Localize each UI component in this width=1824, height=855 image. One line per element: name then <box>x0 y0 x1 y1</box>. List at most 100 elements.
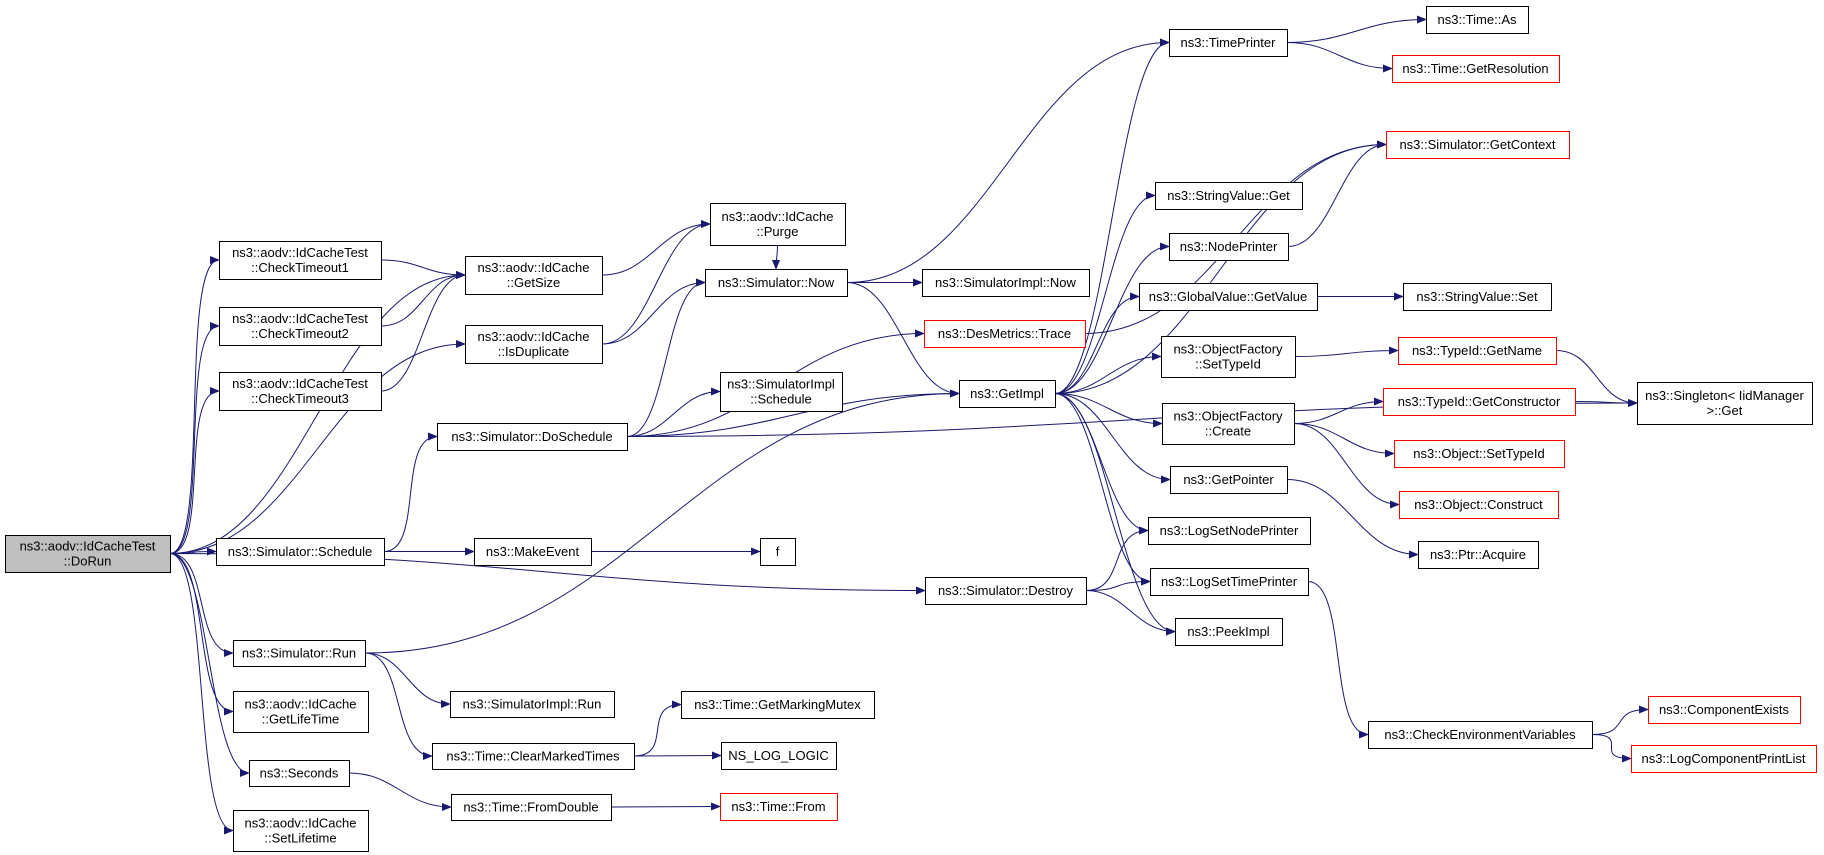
node-label: ns3::Time::From <box>731 799 825 814</box>
graph-node-getcontext[interactable]: ns3::Simulator::GetContext <box>1386 131 1570 159</box>
node-label: ns3::GetPointer <box>1183 472 1274 487</box>
node-label: ns3::NodePrinter <box>1180 239 1278 254</box>
call-edge <box>169 553 234 657</box>
graph-node-acquire[interactable]: ns3::Ptr::Acquire <box>1418 541 1539 569</box>
graph-node-implschedule[interactable]: ns3::SimulatorImpl::Schedule <box>720 372 843 412</box>
graph-node-compexists[interactable]: ns3::ComponentExists <box>1648 696 1801 724</box>
node-label: ns3::TypeId::GetName <box>1412 343 1542 358</box>
graph-node-objsettypeid[interactable]: ns3::Object::SetTypeId <box>1394 440 1565 468</box>
call-edge <box>1054 191 1156 394</box>
graph-node-destrace[interactable]: ns3::DesMetrics::Trace <box>924 320 1086 348</box>
graph-node-timeprinter[interactable]: ns3::TimePrinter <box>1169 29 1288 57</box>
call-edge <box>1085 590 1176 636</box>
graph-node-checktimeout2[interactable]: ns3::aodv::IdCacheTest::CheckTimeout2 <box>219 307 382 346</box>
graph-node-implrun[interactable]: ns3::SimulatorImpl::Run <box>450 691 615 718</box>
node-label: ::Schedule <box>750 392 811 407</box>
node-box <box>1403 283 1552 311</box>
node-box <box>1631 745 1817 773</box>
call-edge <box>1054 140 1387 394</box>
graph-node-setlifetime[interactable]: ns3::aodv::IdCache::SetLifetime <box>233 810 369 852</box>
graph-node-settypeid[interactable]: ns3::ObjectFactory::SetTypeId <box>1161 336 1296 378</box>
node-box <box>1139 283 1318 311</box>
graph-node-fromdouble[interactable]: ns3::Time::FromDouble <box>451 794 612 821</box>
node-box <box>1175 618 1283 646</box>
node-box <box>1648 696 1801 724</box>
graph-node-markingmutex[interactable]: ns3::Time::GetMarkingMutex <box>681 691 875 719</box>
graph-node-dorun[interactable]: ns3::aodv::IdCacheTest::DoRun <box>5 535 171 573</box>
graph-node-checkenv[interactable]: ns3::CheckEnvironmentVariables <box>1368 721 1593 749</box>
graph-node-typeidname[interactable]: ns3::TypeId::GetName <box>1398 337 1557 365</box>
graph-node-isduplicate[interactable]: ns3::aodv::IdCache::IsDuplicate <box>465 325 603 364</box>
call-edge <box>1307 581 1369 739</box>
node-box <box>1637 382 1813 425</box>
graph-node-clearmarked[interactable]: ns3::Time::ClearMarkedTimes <box>432 743 635 770</box>
node-label: ns3::Object::Construct <box>1414 497 1543 512</box>
graph-node-singleton[interactable]: ns3::Singleton< IidManager >::Get <box>1637 382 1813 425</box>
graph-node-lognodeprinter[interactable]: ns3::LogSetNodePrinter <box>1148 517 1311 545</box>
call-edge <box>1293 423 1395 458</box>
call-edge <box>380 259 466 279</box>
graph-node-getpointer[interactable]: ns3::GetPointer <box>1170 466 1288 494</box>
call-edge <box>1286 479 1419 559</box>
graph-node-seconds[interactable]: ns3::Seconds <box>249 760 350 787</box>
graph-node-f[interactable]: f <box>760 538 796 566</box>
graph-node-getlifetime[interactable]: ns3::aodv::IdCache::GetLifeTime <box>233 691 369 733</box>
graph-node-stringget[interactable]: ns3::StringValue::Get <box>1155 182 1303 210</box>
graph-node-getresolution[interactable]: ns3::Time::GetResolution <box>1392 55 1560 83</box>
node-label: ns3::SimulatorImpl::Now <box>935 275 1076 290</box>
node-box <box>219 372 382 411</box>
node-label: ns3::aodv::IdCacheTest <box>232 311 368 326</box>
graph-node-peekimpl[interactable]: ns3::PeekImpl <box>1175 618 1283 646</box>
graph-node-doschedule[interactable]: ns3::Simulator::DoSchedule <box>437 423 628 451</box>
node-label: ns3::MakeEvent <box>486 544 580 559</box>
graph-node-logtimeprinter[interactable]: ns3::LogSetTimePrinter <box>1150 568 1309 596</box>
call-edge <box>364 652 451 708</box>
graph-node-makeevent[interactable]: ns3::MakeEvent <box>474 538 592 566</box>
node-label: ns3::Simulator::Run <box>242 646 356 661</box>
graph-node-logprintlist[interactable]: ns3::LogComponentPrintList <box>1631 745 1817 773</box>
graph-node-stringset[interactable]: ns3::StringValue::Set <box>1403 283 1552 311</box>
graph-node-getvalue[interactable]: ns3::GlobalValue::GetValue <box>1139 283 1318 311</box>
graph-node-getsize[interactable]: ns3::aodv::IdCache::GetSize <box>465 256 603 295</box>
node-box <box>465 325 603 364</box>
node-box <box>1150 568 1309 596</box>
node-label: ns3::Seconds <box>260 766 339 781</box>
graph-node-nodeprinter[interactable]: ns3::NodePrinter <box>1169 233 1289 261</box>
call-edge <box>169 553 234 835</box>
graph-node-timefrom[interactable]: ns3::Time::From <box>720 793 838 821</box>
node-label: ns3::Time::FromDouble <box>463 800 598 815</box>
graph-node-destroy[interactable]: ns3::Simulator::Destroy <box>925 577 1087 605</box>
node-box <box>1399 491 1559 519</box>
node-label: ns3::Singleton< IidManager <box>1645 388 1804 403</box>
graph-node-getconstructor[interactable]: ns3::TypeId::GetConstructor <box>1383 388 1576 416</box>
call-edge <box>383 432 438 552</box>
node-box <box>1162 403 1295 445</box>
graph-node-checktimeout3[interactable]: ns3::aodv::IdCacheTest::CheckTimeout3 <box>219 372 382 411</box>
node-box <box>924 320 1086 348</box>
call-edge <box>169 553 234 716</box>
node-label: ns3::ObjectFactory <box>1173 409 1283 424</box>
graph-node-nslog[interactable]: NS_LOG_LOGIC <box>721 742 837 770</box>
call-edge <box>1054 242 1170 394</box>
graph-node-timeas[interactable]: ns3::Time::As <box>1426 6 1529 34</box>
graph-node-getimpl[interactable]: ns3::GetImpl <box>959 380 1056 408</box>
node-box <box>1383 388 1576 416</box>
graph-node-schedule[interactable]: ns3::Simulator::Schedule <box>216 538 385 566</box>
node-label: ::IsDuplicate <box>498 344 570 359</box>
node-label: ns3::StringValue::Set <box>1416 289 1538 304</box>
node-label: ns3::aodv::IdCacheTest <box>20 539 156 554</box>
graph-node-checktimeout1[interactable]: ns3::aodv::IdCacheTest::CheckTimeout1 <box>219 241 382 280</box>
call-edge <box>380 271 466 327</box>
graph-node-purge[interactable]: ns3::aodv::IdCache::Purge <box>710 203 846 246</box>
graph-node-create[interactable]: ns3::ObjectFactory::Create <box>1162 403 1295 445</box>
node-box <box>1170 466 1288 494</box>
graph-node-implnow[interactable]: ns3::SimulatorImpl::Now <box>922 269 1090 297</box>
graph-node-now[interactable]: ns3::Simulator::Now <box>705 269 848 297</box>
node-label: ns3::PeekImpl <box>1187 624 1269 639</box>
node-box <box>1148 517 1311 545</box>
graph-node-construct[interactable]: ns3::Object::Construct <box>1399 491 1559 519</box>
call-edge <box>1054 352 1162 394</box>
call-edge <box>1054 292 1140 394</box>
graph-node-run[interactable]: ns3::Simulator::Run <box>233 640 366 667</box>
call-edge <box>1054 393 1163 428</box>
